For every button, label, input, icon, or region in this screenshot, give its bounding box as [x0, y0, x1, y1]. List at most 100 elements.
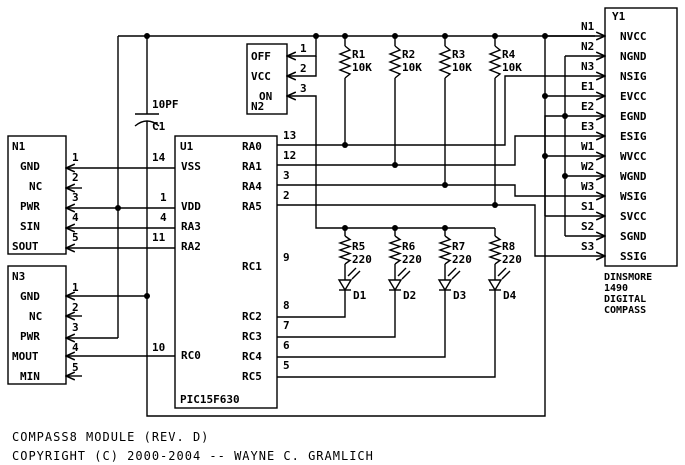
led-resistor — [337, 235, 353, 265]
u1-ref: U1 — [180, 140, 194, 153]
y1-compass-box — [604, 7, 678, 267]
u1-pin-num: 7 — [283, 319, 290, 332]
n3-pin-num: 1 — [72, 281, 79, 294]
c1-ref: C1 — [152, 120, 166, 133]
led-resistor-value: 220 — [402, 253, 422, 266]
y1-pin-num: W1 — [581, 140, 595, 153]
u1-pin-name: RC1 — [242, 260, 262, 273]
rc4-wire — [277, 300, 446, 358]
u1-pin-name: RA2 — [181, 240, 201, 253]
led-resistor-value: 220 — [352, 253, 372, 266]
n3-pin-name: MIN — [20, 370, 40, 383]
n3-pin-name: PWR — [20, 330, 40, 343]
n3-connector-box — [7, 265, 67, 385]
led-ref: D1 — [353, 289, 367, 302]
n1-pin-num: 1 — [72, 151, 79, 164]
pullup-ref: R4 — [502, 48, 516, 61]
ra4-wire — [277, 184, 605, 196]
pullup-ref: R2 — [402, 48, 415, 61]
ssig-wire — [495, 204, 605, 256]
n2-pin-num: 3 — [300, 82, 307, 95]
led-resistor — [487, 235, 503, 265]
rc5-wire — [277, 300, 496, 378]
u1-pin-num: 9 — [283, 251, 290, 264]
y1-description: 1490 — [604, 283, 628, 294]
n2-pin-name: OFF — [251, 50, 271, 63]
led-ref: D4 — [503, 289, 517, 302]
rc2-wire — [277, 300, 346, 318]
u1-pin-name: RA4 — [242, 180, 262, 193]
n3-pin-num: 3 — [72, 321, 79, 334]
y1-pin-name: SSIG — [620, 250, 647, 263]
u1-pin-num: 13 — [283, 129, 296, 142]
y1-ref: Y1 — [612, 10, 626, 23]
led-light-arrow — [447, 267, 457, 277]
y1-pin-num: N2 — [581, 40, 594, 53]
led-light-arrow — [397, 267, 407, 277]
led-light-arrow — [501, 270, 511, 280]
u1-pin-num: 3 — [283, 169, 290, 182]
u1-pin-name: RA1 — [242, 160, 262, 173]
u1-labels: U1 PIC15F630 VSS VDD RA3 RA2 RC0 14 1 4 … — [152, 129, 296, 406]
n2-pin-name: ON — [259, 90, 272, 103]
n3-ref: N3 — [12, 270, 25, 283]
led-resistor-ref: R7 — [452, 240, 465, 253]
u1-pin-num: 14 — [152, 151, 166, 164]
n2-switch-box — [246, 43, 288, 115]
pullup-value: 10K — [452, 61, 472, 74]
led-resistor-value: 220 — [452, 253, 472, 266]
u1-pin-name: RC5 — [242, 370, 262, 383]
y1-description: DINSMORE — [604, 272, 652, 283]
pullup-resistor — [488, 45, 502, 79]
y1-pin-name: EGND — [620, 110, 647, 123]
n3-pin-name: MOUT — [12, 350, 39, 363]
n2-pin-name: VCC — [251, 70, 271, 83]
led-ref: D3 — [453, 289, 466, 302]
nsig-wire — [345, 76, 605, 146]
y1-pin-num: N1 — [581, 20, 595, 33]
pullup-resistor — [338, 45, 352, 79]
n2-pin-num: 1 — [300, 42, 307, 55]
y1-pin-name: SVCC — [620, 210, 647, 223]
pullup-resistor — [388, 45, 402, 79]
y1-pin-num: S3 — [581, 240, 594, 253]
pullup-value: 10K — [352, 61, 372, 74]
n2-labels: OFF VCC ON N2 1 2 3 — [251, 42, 307, 113]
n3-pin-num: 5 — [72, 361, 79, 374]
n1-pin-num: 5 — [72, 231, 79, 244]
wires — [66, 36, 605, 417]
capacitor-c1: 10PF C1 — [134, 36, 179, 296]
pullup-ref: R3 — [452, 48, 465, 61]
u1-part: PIC15F630 — [180, 393, 240, 406]
y1-pin-name: WSIG — [620, 190, 647, 203]
n3-labels: N3 GND NC PWR MOUT MIN 1 2 3 4 5 — [12, 270, 79, 383]
led-diode-triangle — [437, 279, 453, 292]
led-light-arrow — [401, 270, 411, 280]
junction-dot — [115, 205, 121, 211]
y1-pin-name: WGND — [620, 170, 647, 183]
n2-vcc-wire — [287, 56, 317, 76]
u1-pin-num: 4 — [160, 211, 167, 224]
led-light-arrow — [451, 270, 461, 280]
n2-ref: N2 — [251, 100, 264, 113]
u1-pin-num: 1 — [160, 191, 167, 204]
n1-labels: N1 GND NC PWR SIN SOUT 1 2 3 4 5 — [12, 140, 79, 253]
n1-pin-name: PWR — [20, 200, 40, 213]
y1-pin-num: W2 — [581, 160, 594, 173]
led-light-arrow — [351, 270, 361, 280]
y1-labels: Y1 NVCC NGND NSIG EVCC EGND ESIG WVCC WG… — [581, 10, 652, 316]
rc3-wire — [277, 300, 396, 338]
y1-pin-num: E3 — [581, 120, 594, 133]
u1-pin-name: RC3 — [242, 330, 262, 343]
n2-pin-num: 2 — [300, 62, 307, 75]
pullup-ref: R1 — [352, 48, 366, 61]
led-resistor — [437, 235, 453, 265]
n1-pin-name: NC — [29, 180, 42, 193]
n3-pin-name: GND — [20, 290, 40, 303]
u1-pin-name: RC0 — [181, 349, 201, 362]
n1-pin-num: 3 — [72, 191, 79, 204]
junction-dot — [542, 33, 548, 39]
